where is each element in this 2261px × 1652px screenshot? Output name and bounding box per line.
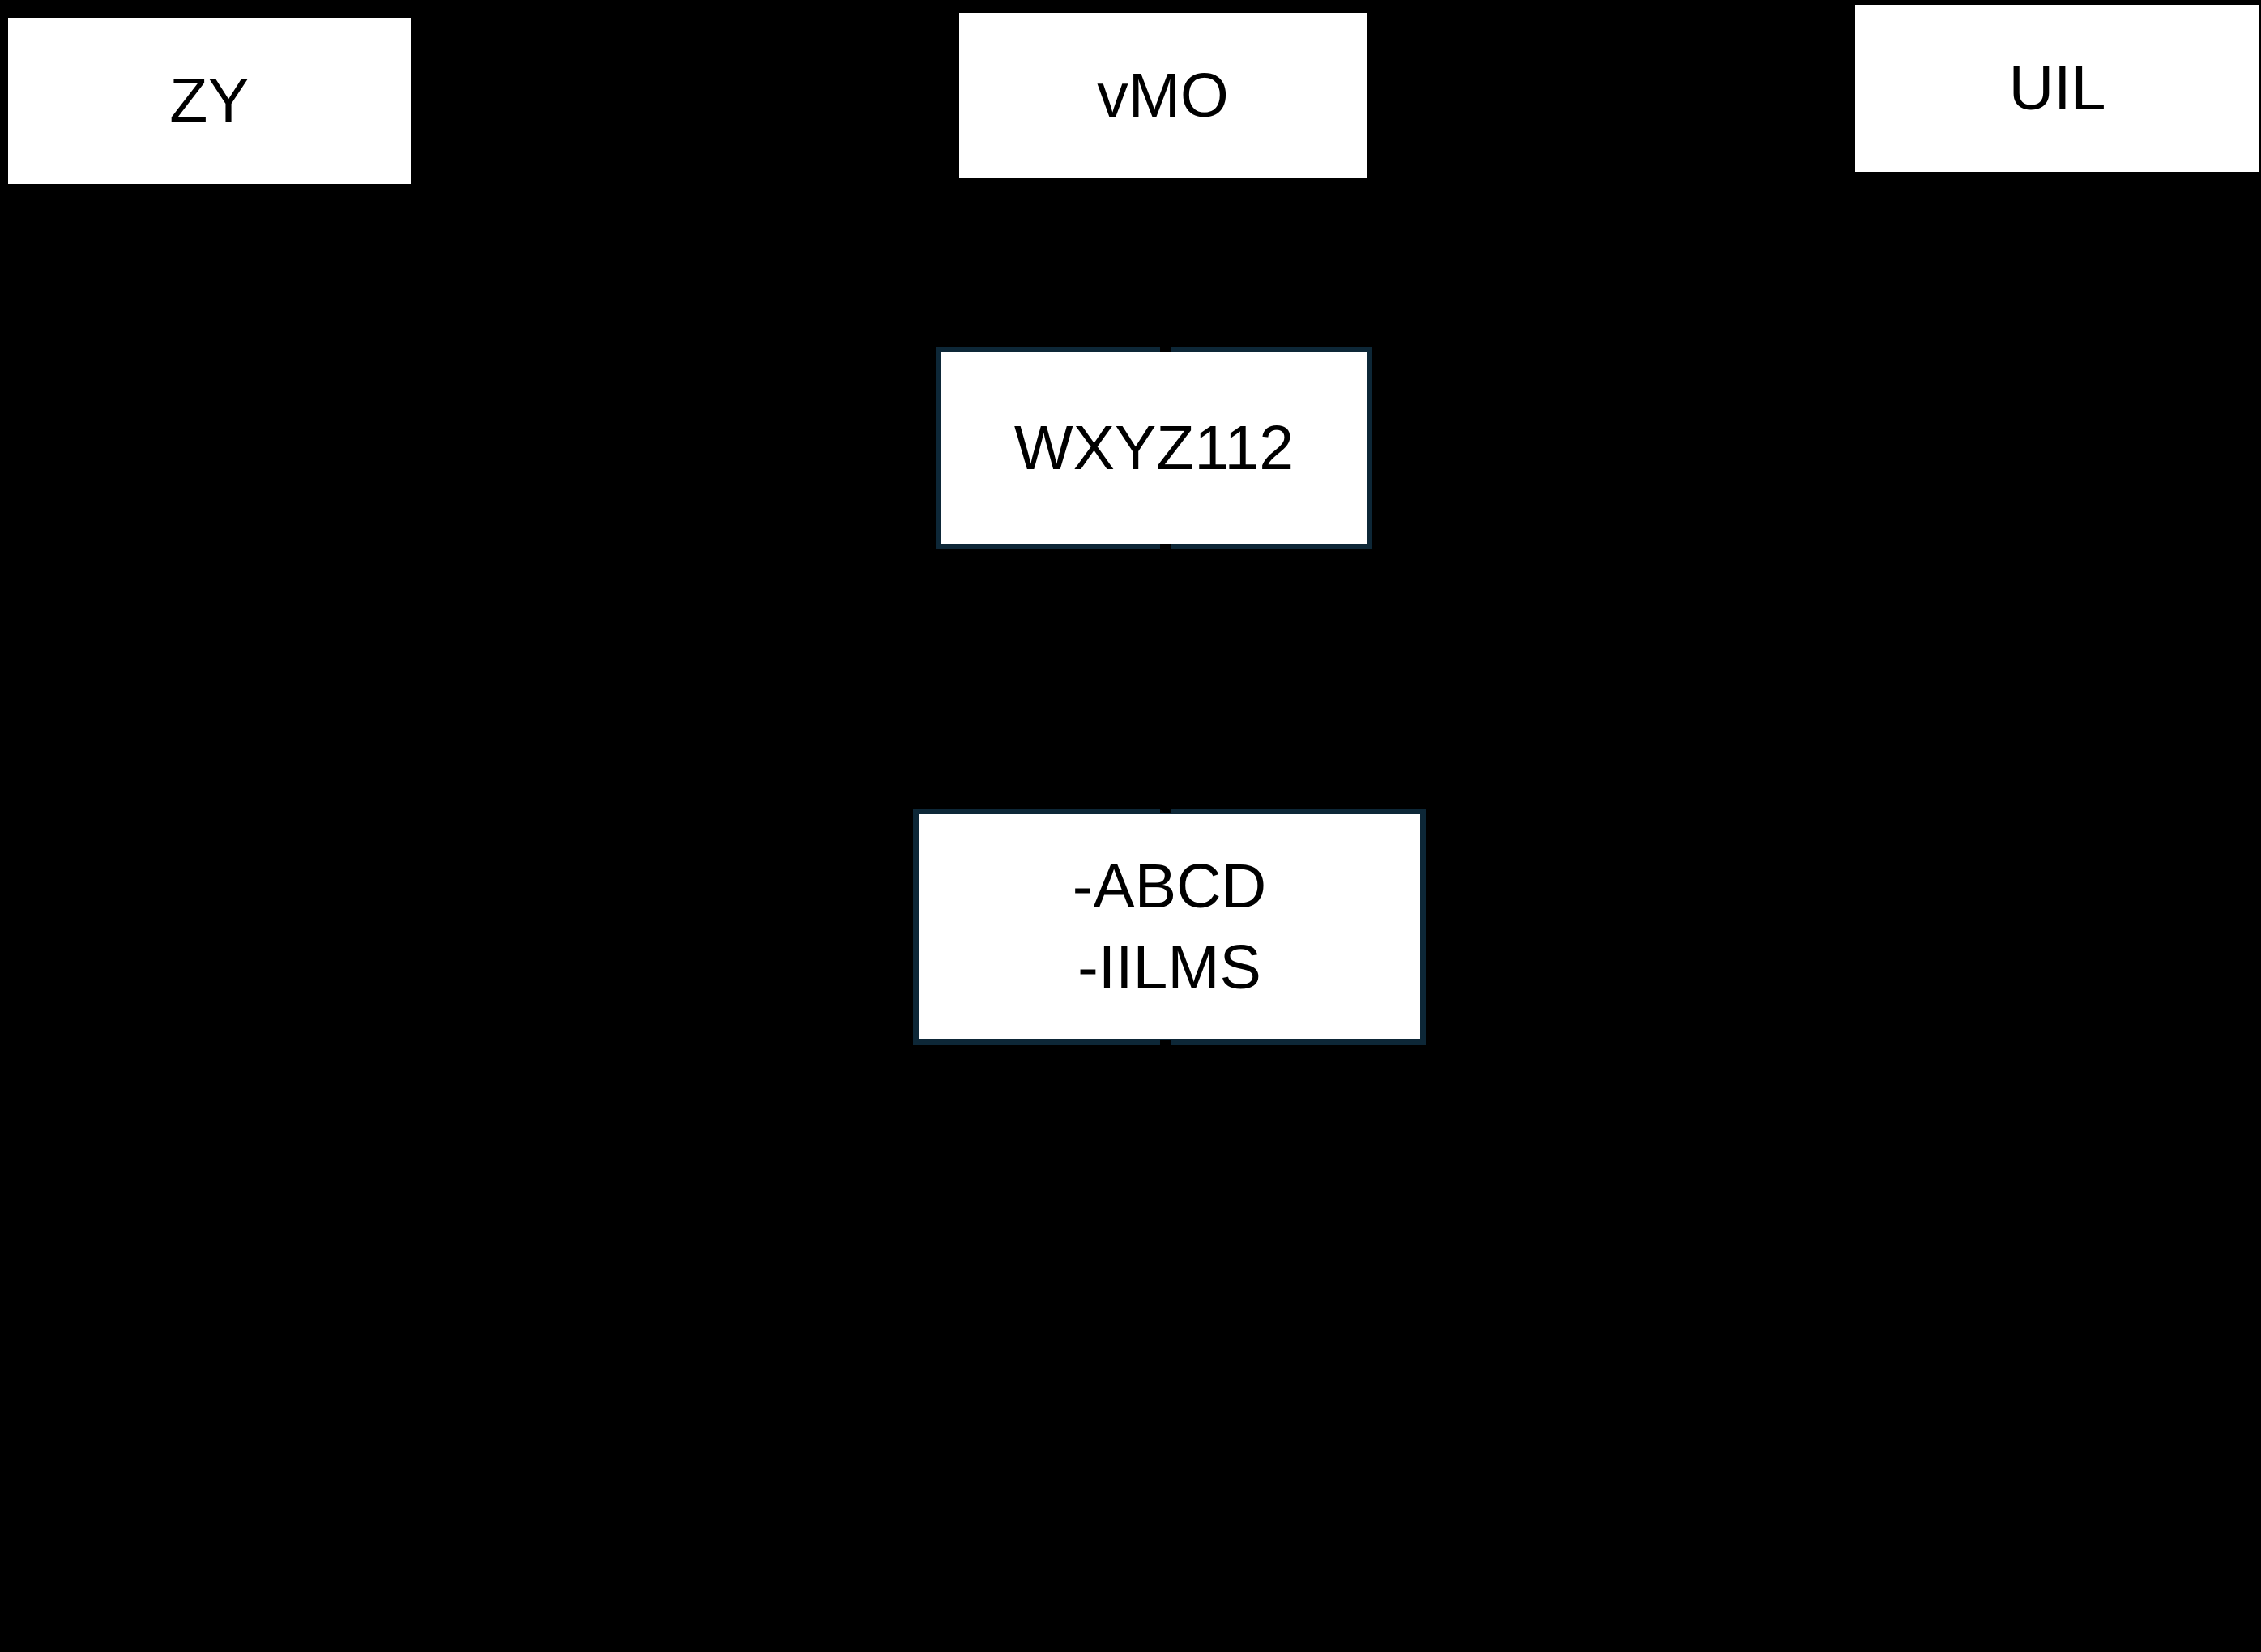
node-abcd-iilms-line2: -IILMS [1077, 933, 1261, 1002]
connector-stub-wxyz112-top [1160, 342, 1171, 352]
connector-stub-wxyz112-bottom [1160, 544, 1171, 554]
node-uil: UIL [1855, 5, 2259, 172]
node-vmo-label: vMO [1097, 60, 1229, 130]
node-wxyz112: WXYZ112 [936, 347, 1372, 549]
node-vmo: vMO [959, 13, 1367, 178]
node-abcd-iilms-line1: -ABCD [1072, 852, 1267, 921]
connector-stub-abcd-bottom [1160, 1040, 1171, 1050]
node-zy: ZY [8, 18, 411, 184]
node-zy-label: ZY [169, 66, 250, 135]
node-abcd-iilms: -ABCD -IILMS [913, 809, 1426, 1045]
connector-stub-abcd-top [1160, 804, 1171, 813]
node-uil-label: UIL [2008, 53, 2106, 123]
node-wxyz112-label: WXYZ112 [1013, 412, 1295, 483]
